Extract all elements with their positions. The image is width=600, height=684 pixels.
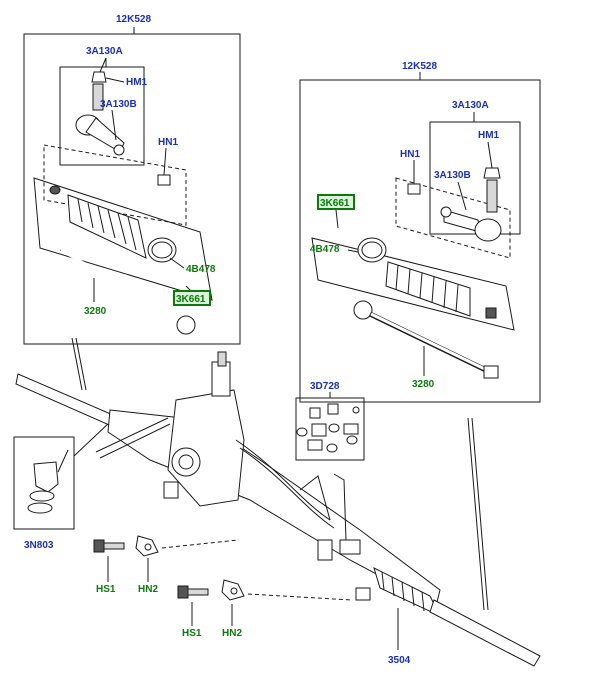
bolt-hs1-b-part — [177, 585, 209, 599]
left-hm1-label: HM1 — [126, 77, 148, 88]
left-boot-part — [49, 185, 177, 263]
nut-hn2-a-part — [135, 535, 159, 557]
left-inner-tie-rod-part — [59, 248, 196, 335]
nut-hn2-b-part — [221, 579, 245, 601]
right-inner-tie-rod-part — [353, 300, 499, 379]
right-tie-end-b-label: 3A130B — [434, 170, 471, 181]
right-boot-kit-label: 3K661 — [320, 198, 350, 209]
fittings-kit-group: 3D728 — [295, 381, 365, 461]
right-hn1-label: HN1 — [400, 149, 420, 160]
bolt-set-b: HS1 HN2 — [177, 579, 353, 639]
left-assembly-label: 12K528 — [116, 14, 151, 25]
right-tie-end-label: 3A130A — [452, 100, 489, 111]
left-tie-end-label: 3A130A — [86, 46, 123, 57]
left-tie-rod-assembly-group: 12K528 3A130A HM1 3A130B HN1 4B478 3K661… — [23, 14, 241, 345]
left-tie-rod-label: 3280 — [84, 306, 107, 317]
valve-group: 3N803 — [13, 421, 111, 551]
left-tie-rod-end-part — [75, 71, 125, 156]
left-hn1-label: HN1 — [158, 137, 178, 148]
left-nut-hn1-part — [157, 174, 171, 186]
right-assembly-label: 12K528 — [402, 61, 437, 72]
left-boot-kit-box — [173, 290, 211, 306]
right-boot-part — [357, 237, 497, 319]
fittings-kit-label: 3D728 — [310, 381, 340, 392]
left-clip-label: 4B478 — [186, 264, 216, 275]
left-boot-kit-label: 3K661 — [176, 294, 206, 305]
box-to-rack-pointers — [71, 337, 489, 611]
right-boot-kit-box — [317, 194, 355, 210]
left-tie-end-b-label: 3A130B — [100, 99, 137, 110]
right-nut-hn1-part — [407, 183, 421, 195]
steering-rack-part: 3504 — [15, 351, 541, 667]
nut-hn2-a-label: HN2 — [138, 584, 158, 595]
bolt-hs1-a-label: HS1 — [96, 584, 116, 595]
right-hm1-label: HM1 — [478, 130, 500, 141]
right-clip-label: 4B478 — [310, 244, 340, 255]
right-tie-rod-assembly-group: 12K528 3A130A HM1 HN1 3A130B 3K661 4B478… — [299, 61, 541, 403]
valve-label: 3N803 — [24, 540, 54, 551]
valve-part — [27, 449, 69, 514]
bolt-set-a: HS1 HN2 — [93, 535, 239, 595]
fittings-kit-parts — [296, 403, 360, 453]
right-tie-rod-label: 3280 — [412, 379, 435, 390]
right-tie-rod-end-part — [440, 167, 502, 242]
bolt-hs1-a-part — [93, 539, 125, 553]
rack-label: 3504 — [388, 655, 411, 666]
bolt-hs1-b-label: HS1 — [182, 628, 202, 639]
nut-hn2-b-label: HN2 — [222, 628, 242, 639]
